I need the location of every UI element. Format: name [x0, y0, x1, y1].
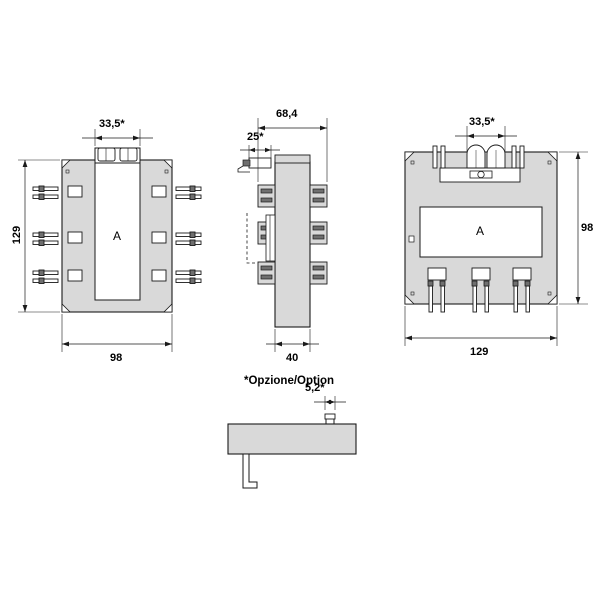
- rear-bottom-dim-label: 129: [470, 346, 489, 358]
- rear-view-part-letter: A: [476, 224, 485, 238]
- front-left-dim-label: 129: [11, 225, 23, 245]
- front-view-part-letter: A: [113, 229, 122, 243]
- front-bottom-dim-label: 98: [110, 352, 123, 364]
- rear-top-dim-label: 33,5*: [469, 116, 495, 128]
- option-detail-group: [227, 396, 357, 489]
- side-top-dim-label: 68,4: [276, 108, 298, 120]
- rear-right-dim-label: 98: [581, 222, 594, 234]
- front-top-dim-label: 33,5*: [99, 118, 125, 130]
- side-option-dim-label: 25*: [247, 131, 264, 143]
- rear-view-group: [404, 126, 588, 346]
- option-caption: *Opzione/Option: [244, 375, 335, 387]
- side-bottom-dim-label: 40: [286, 352, 299, 364]
- side-view-group: [237, 118, 328, 352]
- front-view-group: [18, 129, 202, 352]
- option-detail-dim-label: 5,2*: [305, 382, 325, 394]
